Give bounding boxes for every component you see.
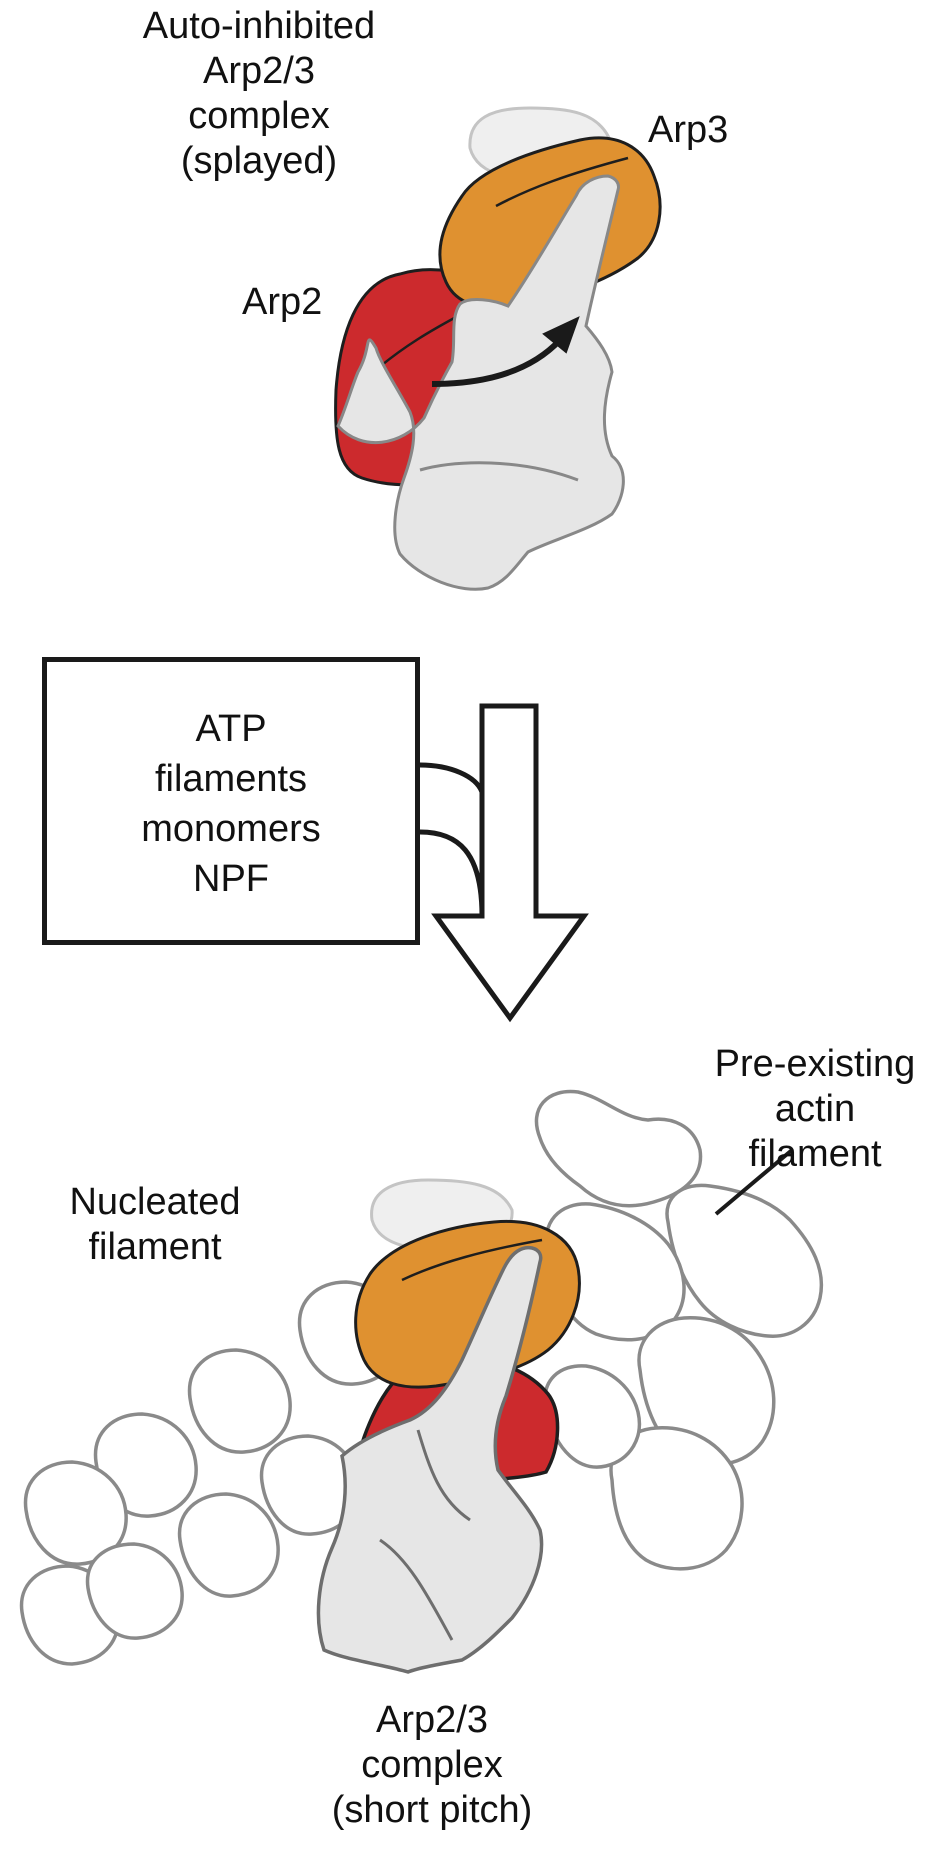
preexisting-label-line-2: actin [774,1088,856,1130]
autoinhibited-label-line-3: complex [188,95,330,137]
autoinhibited-label-line-4: (splayed) [180,140,338,182]
conditions-box-text: ATP filaments monomers NPF [47,704,415,904]
down-arrow-icon [431,703,589,1023]
condition-atp: ATP [195,708,267,750]
branch-junction-graphic [19,1089,824,1666]
daughter-actin-subunit-8 [85,1542,184,1640]
preexisting-filament-pointer-line [714,1148,794,1216]
rotation-arrow-shaft [431,337,563,387]
active-complex-graphic [316,1178,581,1674]
arp2-groove-line [375,314,459,371]
short-pitch-label-line-3: (short pitch) [331,1789,533,1831]
activation-arrow [419,703,589,1023]
daughter-actin-subunit-4 [23,1460,128,1566]
mother-actin-subunit-2 [665,1183,824,1338]
arp3-groove-line-active [401,1238,543,1282]
feed-line-lower [419,829,485,917]
nucleated-label-line-2: filament [88,1226,222,1268]
autoinhibited-label-line-2: Arp2/3 [203,50,315,92]
preexisting-label-line-1: Pre-existing [714,1043,916,1085]
arp2-label: Arp2 [242,281,323,323]
condition-filaments: filaments [154,758,308,800]
short-pitch-complex-label: Arp2/3 complex (short pitch) [292,1698,572,1833]
preexisting-filament-label: Pre-existing actin filament [690,1042,940,1177]
rotation-arrow-head-icon [542,316,580,354]
scaffold-inner-line-bottom-2 [416,1429,471,1522]
autoinhibited-complex-graphic [334,106,662,591]
daughter-actin-subunit-6 [177,1492,280,1598]
mother-actin-subunit-5 [609,1426,744,1571]
arp3-groove-line [495,156,629,208]
preexisting-label-line-3: filament [748,1133,882,1175]
mother-actin-subunit-6 [543,1364,642,1469]
condition-npf: NPF [193,858,269,900]
daughter-actin-subunit-2 [187,1348,292,1454]
feed-line-upper [419,762,485,794]
condition-monomers: monomers [141,808,321,850]
nucleated-label-line-1: Nucleated [69,1181,241,1223]
mother-actin-subunit-3 [544,1202,686,1342]
scaffold-inner-line [419,461,579,482]
autoinhibited-complex-label: Auto-inhibited Arp2/3 complex (splayed) [94,4,424,184]
conditions-box: ATP filaments monomers NPF [42,657,420,945]
nucleated-filament-label: Nucleated filament [40,1180,270,1270]
arp3-label: Arp3 [648,109,729,151]
short-pitch-label-line-1: Arp2/3 [376,1699,488,1741]
scaffold-inner-line-bottom [379,1538,454,1641]
short-pitch-label-line-2: complex [361,1744,503,1786]
autoinhibited-label-line-1: Auto-inhibited [142,5,376,47]
scaffold-subunits-bottom [316,1245,544,1674]
mother-actin-subunit-1 [534,1089,703,1208]
